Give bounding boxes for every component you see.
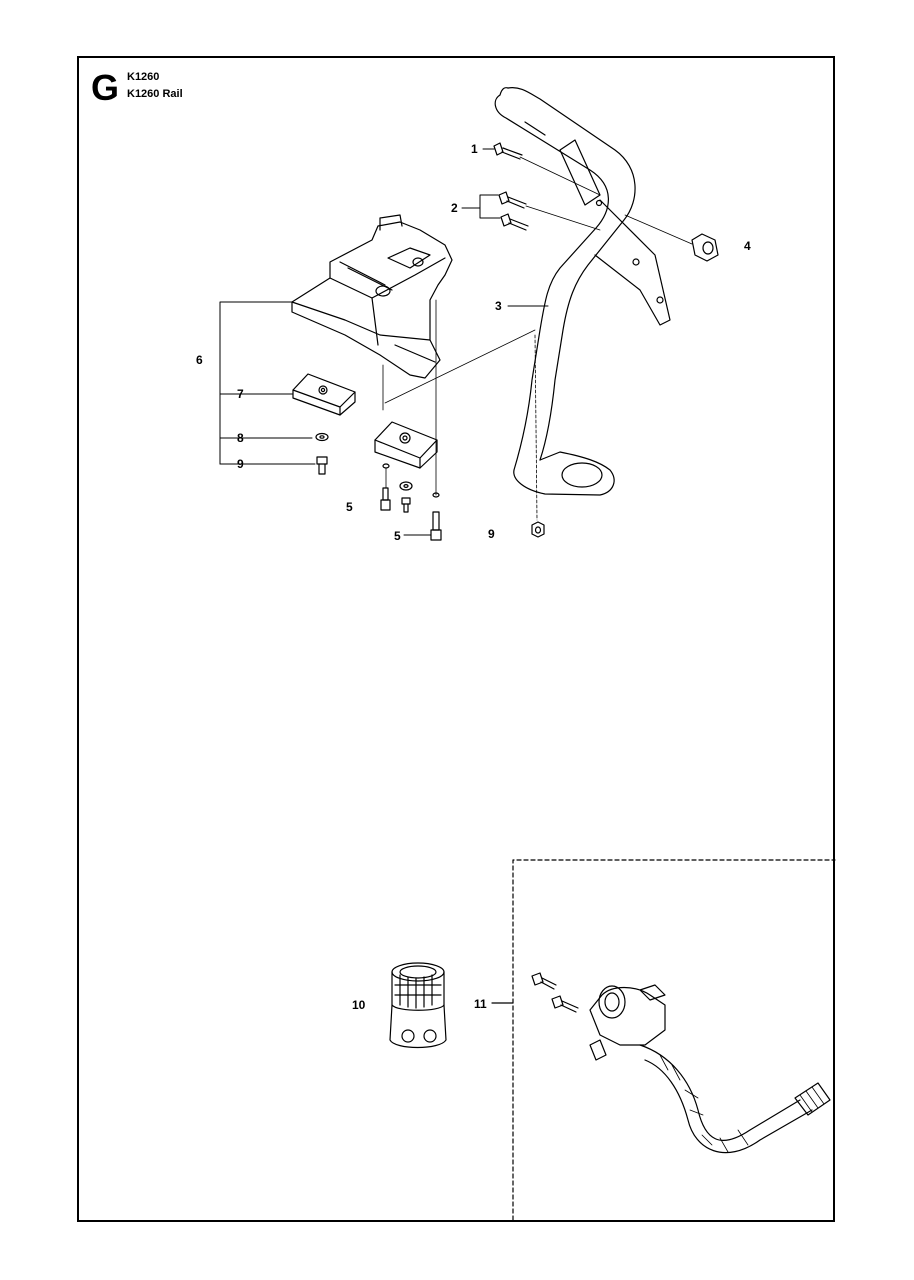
callout-11: 11 xyxy=(474,997,487,1011)
screw-part-1 xyxy=(493,142,601,196)
coupling-part-10 xyxy=(389,962,447,1049)
kit-dashed-box xyxy=(512,859,836,1221)
callout-1: 1 xyxy=(471,142,478,156)
bolt-part-5b xyxy=(430,492,442,541)
diagram-subtitle: K1260 Rail xyxy=(127,88,183,100)
water-valve-kit-part-11 xyxy=(531,972,831,1154)
lower-clamp-plate xyxy=(374,421,438,469)
callout-10: 10 xyxy=(352,998,366,1012)
callout-8: 8 xyxy=(237,431,244,445)
screw-part-2b xyxy=(500,213,529,231)
diagram-frame xyxy=(77,56,835,1222)
callout-3: 3 xyxy=(495,299,502,313)
washer-small xyxy=(399,481,413,513)
screw-part-2a xyxy=(498,191,601,231)
rail-tube xyxy=(494,87,636,496)
assembly-lines xyxy=(382,299,538,521)
callout-4: 4 xyxy=(744,239,751,253)
callout-5b: 5 xyxy=(394,529,401,543)
nut-part-4 xyxy=(624,214,719,262)
bracket-assembly-part-6 xyxy=(291,214,453,379)
callout-5a: 5 xyxy=(346,500,353,514)
nut-part-9 xyxy=(531,521,545,538)
screw-part-9 xyxy=(316,456,328,475)
bolt-part-5a xyxy=(380,463,391,511)
callout-leaders xyxy=(219,148,549,536)
model-name: K1260 xyxy=(127,71,160,83)
callout-7: 7 xyxy=(237,387,244,401)
washer-part-8 xyxy=(315,432,329,442)
section-letter: G xyxy=(91,67,120,108)
callout-9b: 9 xyxy=(488,527,495,541)
callout-9a: 9 xyxy=(237,457,244,471)
callout-2: 2 xyxy=(451,201,458,215)
clamp-plate-part-7 xyxy=(292,373,356,416)
rail-bracket xyxy=(559,139,671,326)
callout-6: 6 xyxy=(196,353,203,367)
